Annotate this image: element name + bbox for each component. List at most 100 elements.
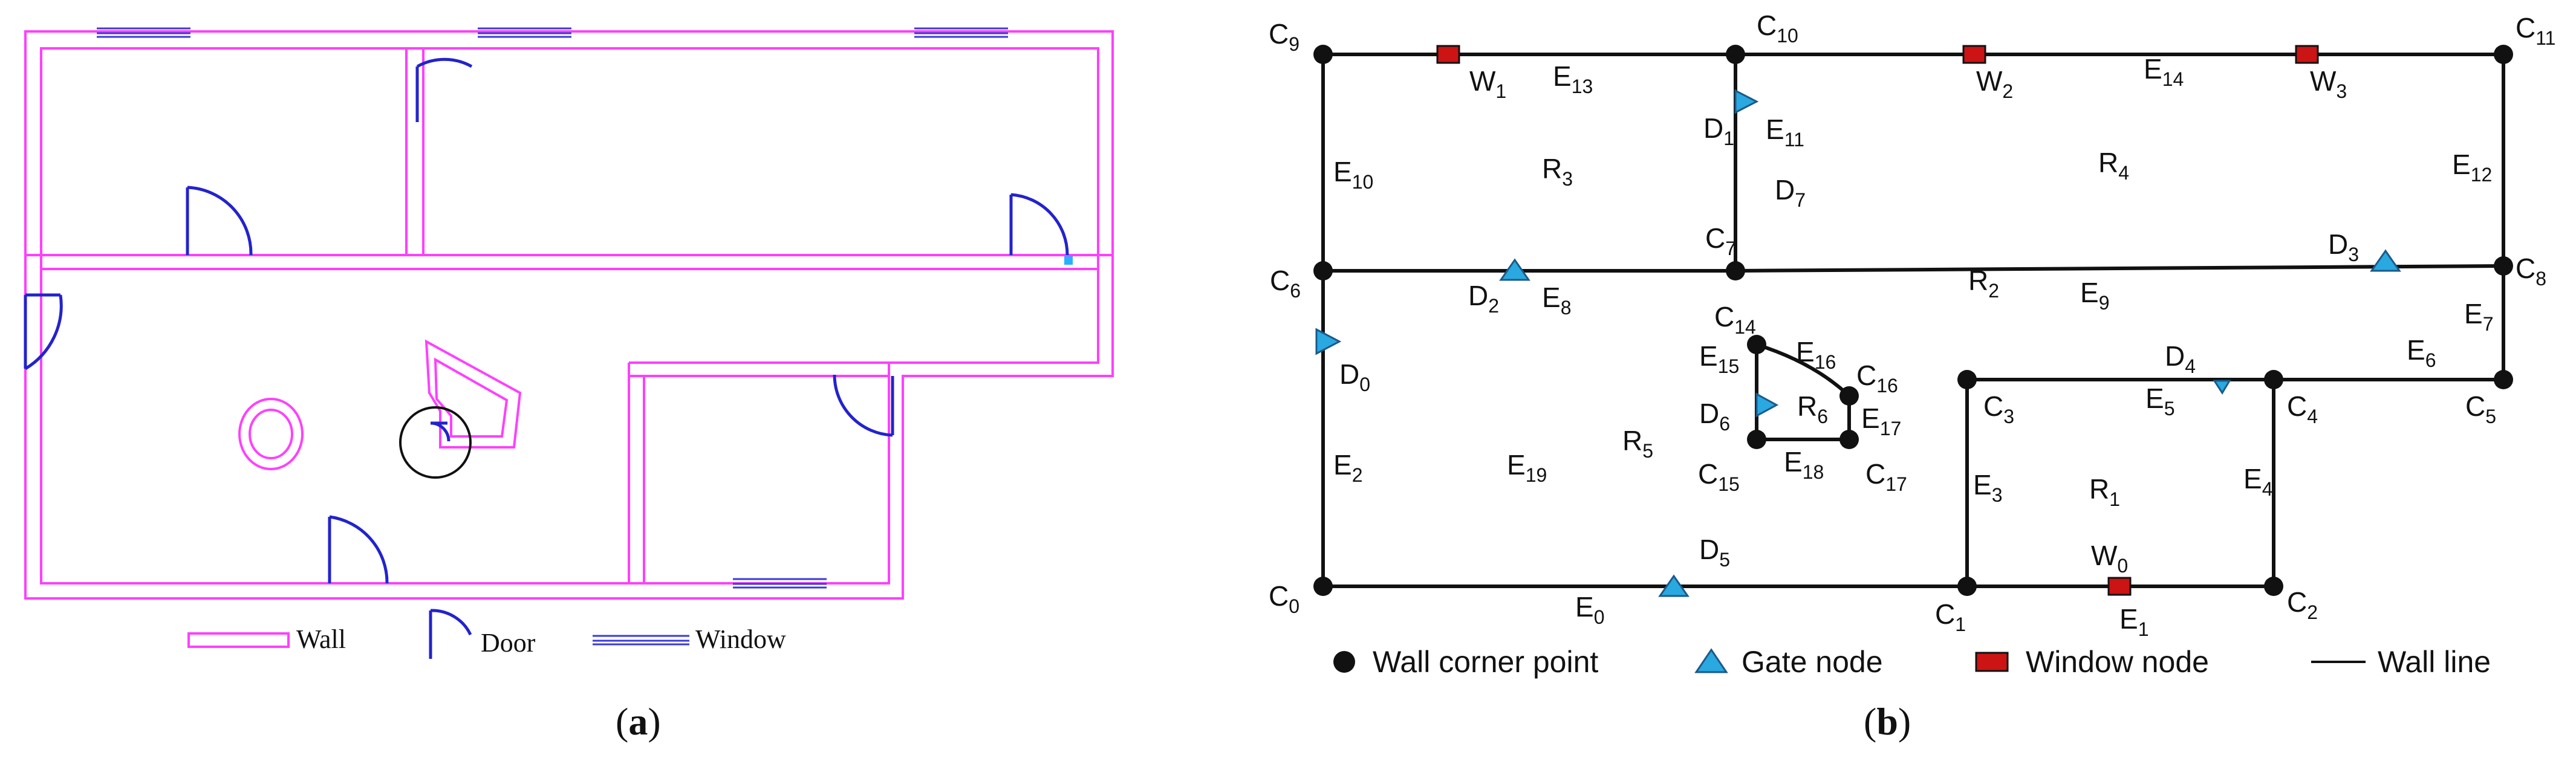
label-e15: E15 — [1699, 340, 1739, 377]
label-e18: E18 — [1784, 446, 1824, 483]
label-e8: E8 — [1542, 282, 1571, 319]
label-d6: D6 — [1699, 398, 1730, 435]
label-e12: E12 — [2452, 149, 2492, 186]
label-r2: R2 — [1968, 265, 1999, 302]
corner-point-c10 — [1726, 45, 1745, 64]
room-r5-circle — [399, 406, 472, 479]
label-c11: C11 — [2516, 12, 2555, 49]
label-r6: R6 — [1797, 390, 1828, 427]
round-column-inner — [249, 409, 293, 459]
angled-block-inner — [434, 357, 509, 438]
outer-wall — [24, 30, 1114, 600]
label-e5: E5 — [2145, 383, 2174, 419]
label-e14: E14 — [2144, 53, 2184, 90]
corner-point-c5 — [2494, 370, 2513, 389]
caption-a: (a) — [616, 700, 661, 743]
corridor-wall — [25, 254, 1113, 270]
label-e6: E6 — [2407, 334, 2436, 371]
door-marker — [1064, 256, 1073, 265]
caption-b: (b) — [1864, 700, 1911, 743]
label-d0: D0 — [1339, 358, 1370, 395]
label-r3: R3 — [1542, 153, 1573, 190]
gate-node-d3 — [2370, 249, 2401, 272]
wall-lines — [1321, 53, 2505, 588]
doors — [24, 57, 1069, 584]
label-c17: C17 — [1865, 458, 1907, 495]
legend-door-label: Door — [481, 628, 536, 658]
window-node-w3 — [2295, 45, 2319, 64]
corner-point-c8 — [2494, 256, 2513, 276]
label-e10: E10 — [1333, 156, 1373, 193]
gate-node-d0 — [1315, 328, 1342, 355]
window-node-w0 — [2107, 577, 2132, 596]
outer-wall-inner — [40, 47, 1099, 585]
label-c7: C7 — [1705, 222, 1736, 259]
label-c15: C15 — [1698, 458, 1740, 495]
label-c2: C2 — [2287, 586, 2318, 623]
label-e19: E19 — [1507, 449, 1547, 486]
label-w3: W3 — [2310, 65, 2347, 102]
label-c0: C0 — [1269, 580, 1299, 617]
label-e9: E9 — [2080, 277, 2109, 314]
label-c8: C8 — [2516, 253, 2546, 290]
label-c4: C4 — [2287, 390, 2318, 427]
corner-point-c6 — [1313, 261, 1333, 280]
legend-wall-swatch — [187, 632, 290, 648]
label-d3: D3 — [2328, 228, 2359, 265]
label-c9: C9 — [1269, 18, 1299, 55]
gate-node-d4 — [2213, 380, 2231, 395]
legend-window-swatch — [593, 635, 689, 646]
label-d7: D7 — [1775, 174, 1806, 211]
lower-room-walls — [628, 361, 889, 583]
corner-point-c7 — [1726, 261, 1745, 280]
label-r1: R1 — [2089, 473, 2120, 510]
label-e4: E4 — [2243, 463, 2272, 500]
label-d4: D4 — [2165, 340, 2196, 377]
corner-point-c17 — [1839, 430, 1859, 449]
corner-point-c11 — [2494, 45, 2513, 64]
label-c5: C5 — [2465, 390, 2496, 427]
corner-point-c2 — [2264, 577, 2283, 596]
label-e0: E0 — [1575, 591, 1604, 628]
corner-point-c0 — [1313, 577, 1333, 596]
label-e7: E7 — [2464, 298, 2493, 335]
gate-node-d2 — [1499, 258, 1530, 281]
legend-a: Wall Door Window — [187, 609, 786, 659]
label-c6: C6 — [1270, 265, 1301, 302]
legend-corner-label: Wall corner point — [1373, 645, 1598, 679]
legend-wall-label: Wall — [296, 624, 346, 654]
nodes — [1313, 45, 2513, 597]
corner-point-c9 — [1313, 45, 1333, 64]
legend-b: Wall corner point Gate node Window node … — [1333, 645, 2491, 679]
label-d1: D1 — [1703, 112, 1734, 149]
legend-door-swatch — [429, 609, 472, 659]
label-e2: E2 — [1333, 449, 1362, 486]
label-c3: C3 — [1983, 390, 2014, 427]
label-e17: E17 — [1861, 403, 1901, 439]
corner-point-c3 — [1957, 370, 1977, 389]
gate-node-d6 — [1755, 392, 1779, 418]
label-e16: E16 — [1796, 336, 1836, 373]
label-w2: W2 — [1976, 65, 2013, 102]
gate-node-d1 — [1734, 89, 1759, 114]
legend-wall-line-label: Wall line — [2378, 645, 2491, 679]
gate-node-d5 — [1658, 574, 1690, 597]
legend-corner-dot — [1333, 651, 1355, 673]
windows — [97, 27, 1008, 589]
label-w0: W0 — [2091, 540, 2128, 577]
label-e1: E1 — [2119, 603, 2148, 640]
label-w1: W1 — [1469, 65, 1506, 102]
label-e3: E3 — [1973, 469, 2002, 506]
label-e11: E11 — [1766, 114, 1804, 151]
corner-point-c4 — [2264, 370, 2283, 389]
label-d5: D5 — [1699, 534, 1730, 571]
legend-window-icon — [1975, 652, 2009, 672]
corner-point-c15 — [1747, 430, 1766, 449]
label-e13: E13 — [1553, 60, 1593, 97]
label-r4: R4 — [2098, 147, 2129, 184]
label-c16: C16 — [1856, 360, 1898, 397]
floor-plan-drawing — [24, 27, 1114, 600]
